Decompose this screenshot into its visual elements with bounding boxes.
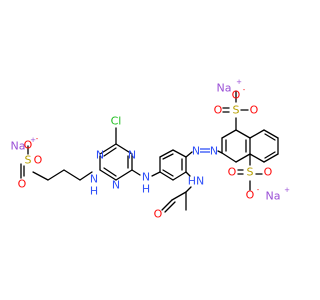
bond-lines (20, 90, 279, 213)
sodium-atom-label-bottom-right: Na (266, 190, 281, 203)
oxygen-atom-label: O (228, 166, 237, 179)
plus-charge-bottom-right: + (284, 186, 290, 194)
amine-nitrogen-label: N (142, 171, 150, 184)
sulfur-atom-label: S (233, 104, 240, 117)
oxygen-atom-label: O (264, 166, 273, 179)
oxygen-atom-label: O (18, 178, 27, 191)
azo-nitrogen-label: N (210, 145, 218, 158)
oxygen-atom-label: O (154, 208, 163, 221)
oxygen-atom-label: O (232, 89, 241, 102)
oxygen-atom-label: O (34, 154, 43, 167)
amine-nitrogen-label: N (90, 173, 98, 186)
azo-nitrogen-label: N (192, 145, 200, 158)
atom-labels: Na + O - S O O Na + O - S O O Cl N N N N… (11, 78, 291, 221)
oxygen-atom-label: O (250, 104, 259, 117)
sodium-atom-label-top-right: Na (217, 82, 232, 95)
molecule-structure-diagram: Na + O - S O O Na + O - S O O Cl N N N N… (11, 78, 291, 221)
minus-charge: - (243, 86, 246, 94)
triazine-nitrogen-label: N (96, 149, 104, 162)
oxygen-atom-label: O (246, 189, 255, 202)
oxygen-atom-label: O (214, 104, 223, 117)
plus-charge-left: + (30, 136, 36, 144)
sulfur-atom-label: S (247, 166, 254, 179)
amide-nh-label: HN (188, 175, 205, 188)
amine-hydrogen-label: H (142, 183, 150, 196)
triazine-nitrogen-label: N (112, 179, 120, 192)
minus-charge: - (257, 186, 260, 194)
chlorine-atom-label: Cl (111, 115, 122, 128)
minus-charge: - (36, 135, 39, 143)
sodium-atom-label-left: Na (11, 140, 26, 153)
triazine-nitrogen-label: N (128, 149, 136, 162)
amine-hydrogen-label: H (90, 185, 98, 198)
sulfur-atom-label: S (25, 154, 32, 167)
oxygen-atom-label: O (24, 139, 33, 152)
plus-charge-top-right: + (236, 78, 242, 86)
